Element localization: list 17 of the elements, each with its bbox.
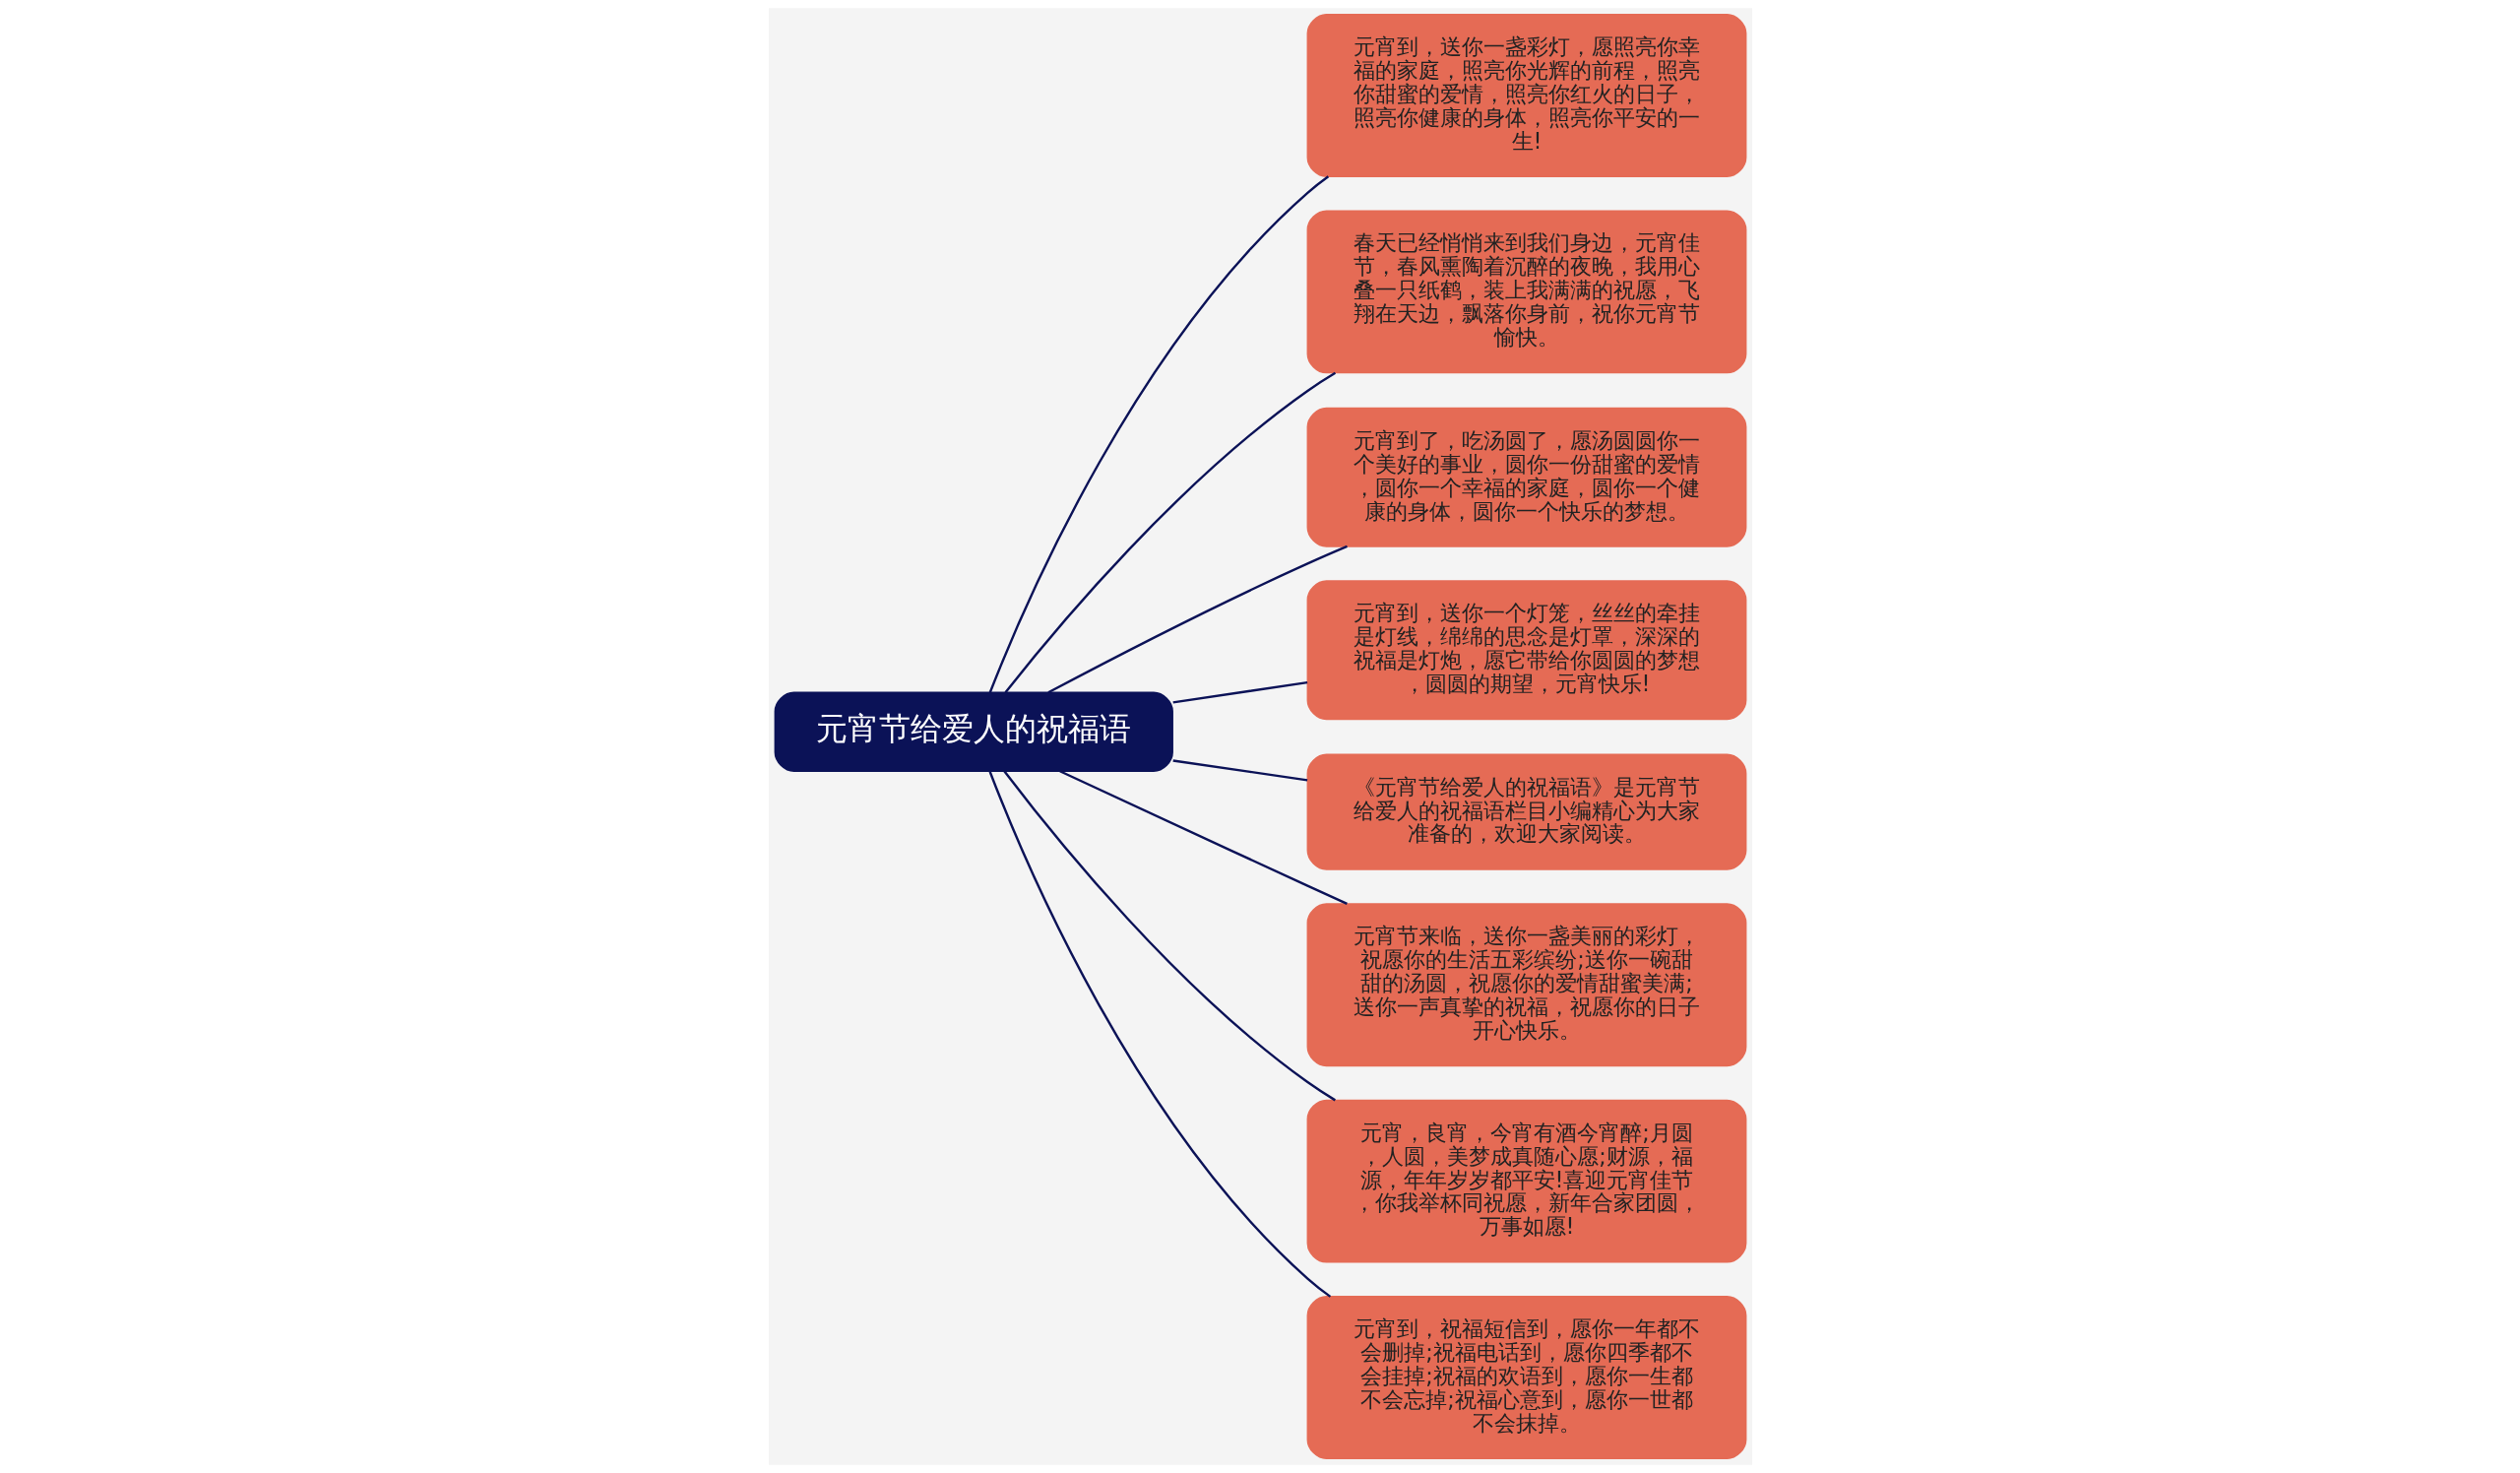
node-box: 元宵到了，吃汤圆了，愿汤圆圆你一个美好的事业，圆你一份甜蜜的爱情，圆你一个幸福的家庭，圆你一个健康的身体，圆你一个快乐的梦想。	[1306, 407, 1746, 547]
connector	[1172, 680, 1307, 704]
connector	[1058, 770, 1348, 906]
node-box: 《元宵节给爱人的祝福语》是元宵节给爱人的祝福语栏目小编精心为大家准备的，欢迎大家阅读。	[1306, 753, 1746, 870]
node-box: 元宵节来临，送你一盏美丽的彩灯，祝愿你的生活五彩缤纷;送你一碗甜甜的汤圆，祝愿你的爱情甜蜜美满;送你一声真挚的祝福，祝愿你的日子开心快乐。	[1306, 903, 1746, 1067]
node-box: 元宵，良宵，今宵有酒今宵醉;月圆，人圆，美梦成真随心愿;财源，福源，年年岁岁都平安!喜迎元宵佳节，你我举杯同祝愿，新年合家团圆，万事如愿!	[1306, 1099, 1746, 1263]
node-box: 元宵到，祝福短信到，愿你一年都不会删掉;祝福电话到，愿你四季都不会挂掉;祝福的欢语到，愿你一生都不会忘掉;祝福心意到，愿你一世都不会抹掉。	[1306, 1296, 1746, 1460]
connector	[1002, 770, 1336, 1102]
node-box: 元宵节给爱人的祝福语	[774, 691, 1173, 772]
connector	[1046, 544, 1348, 694]
connector	[988, 771, 1331, 1298]
connector	[1172, 759, 1307, 782]
node-box: 元宵到，送你一盏彩灯，愿照亮你幸福的家庭，照亮你光辉的前程，照亮你甜蜜的爱情，照亮你红火的日子，照亮你健康的身体，照亮你平安的一生!	[1306, 13, 1746, 177]
connector	[988, 175, 1329, 693]
node-box: 春天已经悄悄来到我们身边，元宵佳节，春风熏陶着沉醉的夜晚，我用心叠一只纸鹤，装上我满满的祝愿，飞翔在天边，飘落你身前，祝你元宵节愉快。	[1306, 210, 1746, 374]
connector	[1004, 371, 1336, 693]
node-box: 元宵到，送你一个灯笼，丝丝的牵挂是灯线，绵绵的思念是灯罩，深深的祝福是灯炮，愿它带给你圆圆的梦想，圆圆的期望，元宵快乐!	[1306, 580, 1746, 721]
